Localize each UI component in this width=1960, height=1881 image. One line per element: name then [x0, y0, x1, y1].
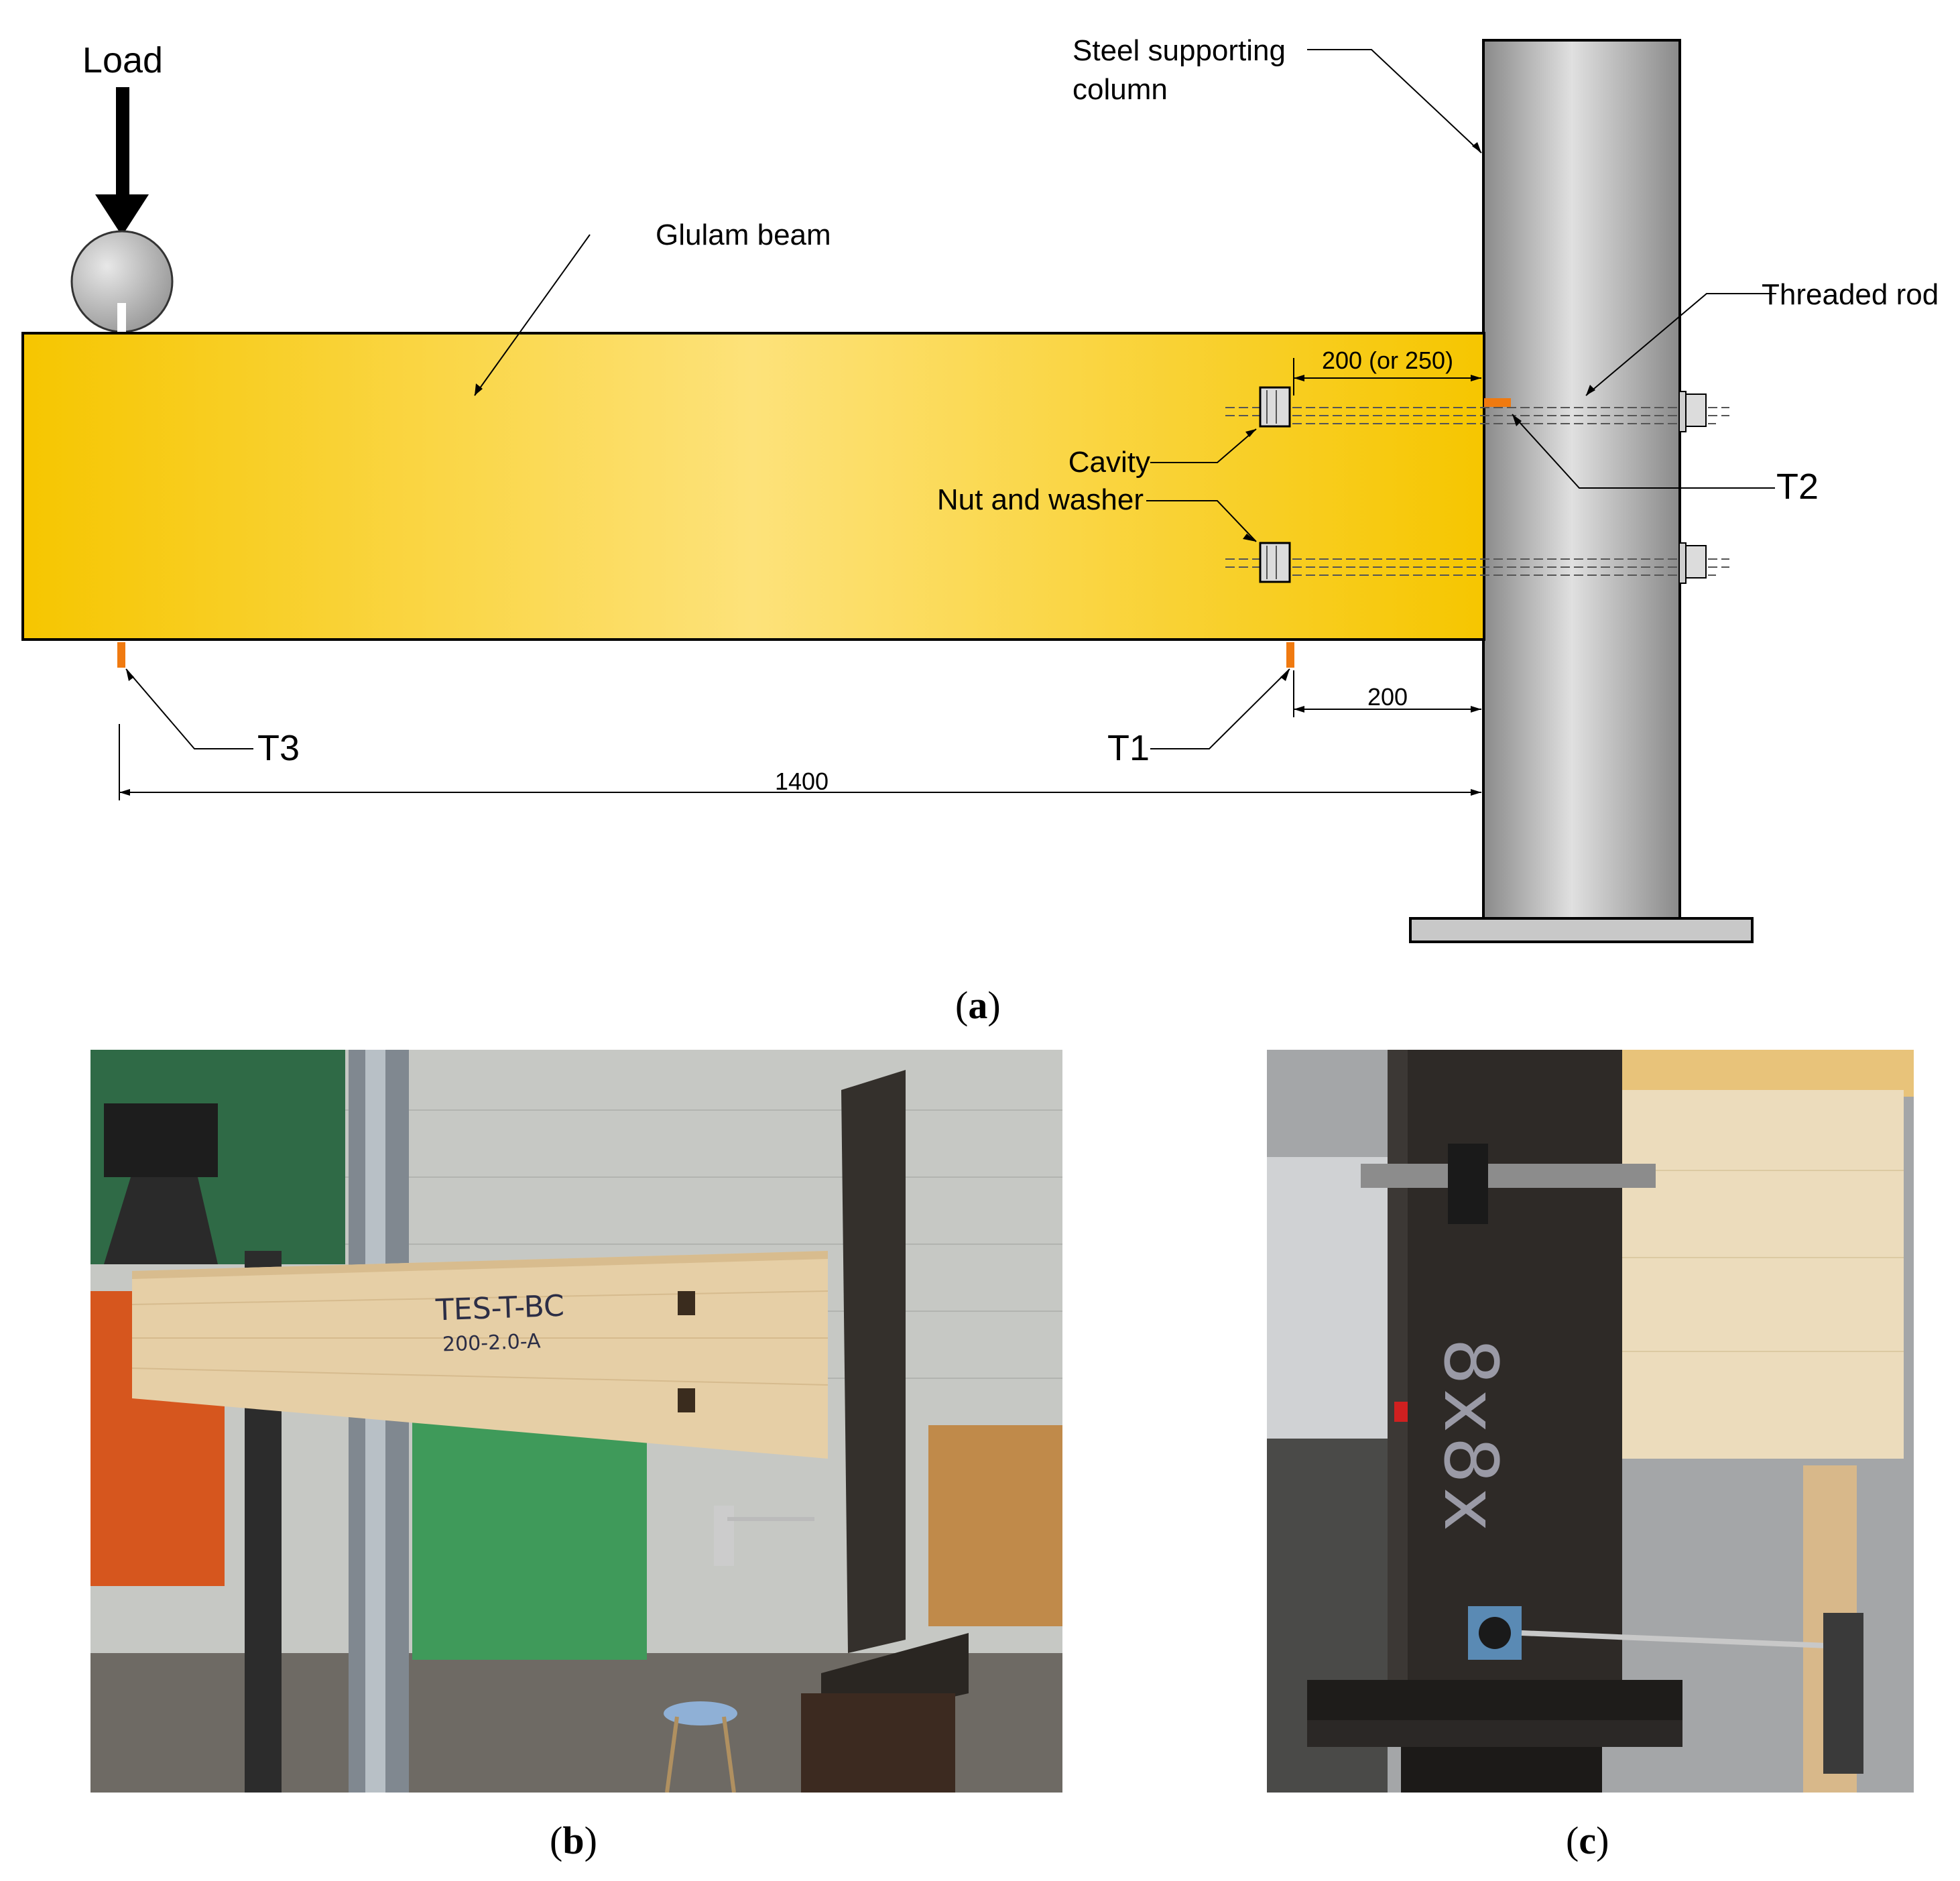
label-rod-embed-dimension: 200 (or 250) — [1322, 347, 1453, 374]
sensor-t1 — [1286, 642, 1294, 668]
beam-marking-1: TES-T-BC — [435, 1288, 565, 1328]
panel-c-caption: (c) — [1566, 1819, 1609, 1862]
photo-panel-c: 8x8x — [1267, 1050, 1914, 1793]
photo-panel-b: TES-T-BC 200-2.0-A — [90, 1050, 1062, 1793]
dimension-lines — [119, 358, 1481, 800]
label-t1: T1 — [1107, 728, 1150, 768]
label-nut-washer: Nut and washer — [937, 483, 1144, 516]
label-overall-dimension: 1400 — [775, 768, 829, 795]
photo-b-scene — [90, 1050, 1062, 1793]
sensor-t2 — [1484, 398, 1511, 407]
label-steel-column-2: column — [1073, 73, 1168, 106]
panel-a-diagram: Load — [21, 34, 1939, 943]
nut-washer-right — [1678, 391, 1707, 584]
leader-lines — [125, 49, 1776, 749]
label-t2: T2 — [1776, 467, 1819, 507]
beam-marking-2: 200-2.0-A — [442, 1329, 542, 1357]
threaded-rods — [1225, 407, 1729, 576]
column-marking: 8x8x — [1428, 1338, 1514, 1536]
load-arrow — [95, 87, 149, 236]
sensor-t3 — [117, 642, 125, 668]
steel-column — [1409, 39, 1754, 943]
label-steel-column-1: Steel supporting — [1073, 34, 1286, 67]
label-t1-dimension: 200 — [1367, 683, 1408, 711]
label-glulam-beam: Glulam beam — [656, 219, 831, 251]
nut-washer-left — [1259, 386, 1291, 583]
label-threaded-rod: Threaded rod — [1762, 278, 1939, 311]
label-cavity: Cavity — [1068, 446, 1150, 479]
dimension-arrowheads — [119, 375, 1481, 796]
panel-a-caption: (a) — [955, 983, 1001, 1027]
photo-c-scene — [1267, 1050, 1914, 1793]
label-t3: T3 — [257, 728, 300, 768]
panel-b-caption: (b) — [550, 1819, 597, 1862]
leader-arrowheads — [126, 142, 1595, 681]
loading-roller — [70, 230, 174, 333]
glulam-beam — [21, 332, 1485, 641]
load-label: Load — [82, 40, 163, 80]
